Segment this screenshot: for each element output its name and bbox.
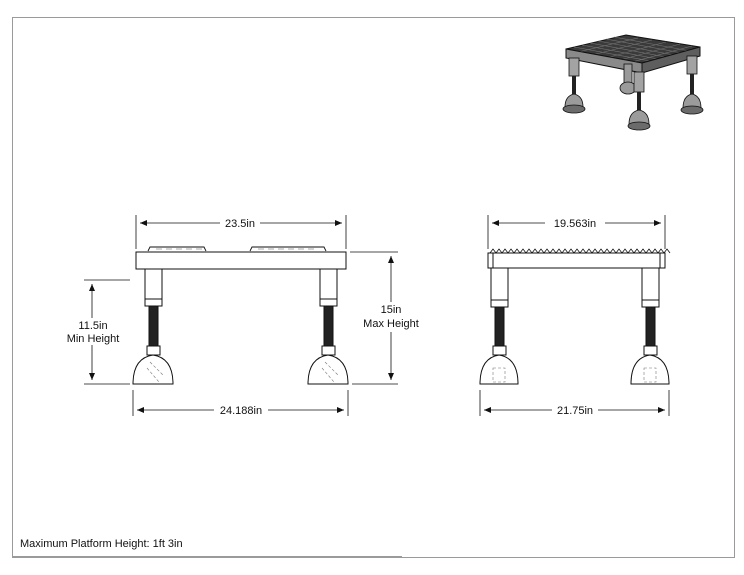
front-dimension-lines [84,215,398,416]
front-view [132,246,349,385]
front-top-width-label: 23.5in [225,218,255,230]
side-bottom-width-label: 21.75in [557,405,593,417]
drawing-frame [12,17,735,558]
min-height-text-label: Min Height [67,333,120,345]
isometric-view [562,34,704,131]
max-height-text-label: Max Height [363,318,419,330]
min-height-value-label: 11.5in [78,320,107,332]
front-bottom-width-label: 24.188in [220,405,262,417]
side-top-width-label: 19.563in [554,218,596,230]
max-height-value-label: 15in [381,304,402,316]
footer-note: Maximum Platform Height: 1ft 3in [20,538,183,550]
footer-divider [12,556,402,557]
side-view [479,248,671,385]
side-dimension-lines [479,215,670,416]
